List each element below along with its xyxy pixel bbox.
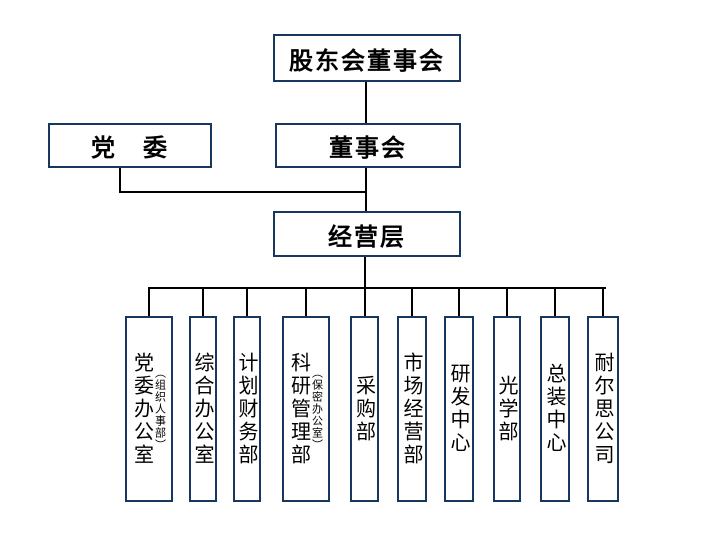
connector-drop-procurement xyxy=(364,288,366,316)
dept-box-rd-center: 研发中心 xyxy=(444,316,474,502)
connector-drop-nairsi-company xyxy=(602,288,604,316)
box-party-committee: 党 委 xyxy=(48,123,212,168)
box-management-layer: 经营层 xyxy=(273,211,461,257)
connector-party-horizontal xyxy=(119,191,367,193)
box-party-committee-label: 党 委 xyxy=(91,133,169,162)
dept-label-rd-center: 研发中心 xyxy=(447,363,471,455)
dept-box-nairsi-company: 耐尔思公司 xyxy=(587,316,619,502)
box-shareholders-board-label: 股东会董事会 xyxy=(289,45,445,75)
connector-management-to-trunk xyxy=(364,257,366,288)
connector-party-vertical xyxy=(119,168,121,193)
connector-board-to-management xyxy=(365,168,367,211)
dept-label-optics: 光学部 xyxy=(495,374,519,444)
dept-box-procurement: 采购部 xyxy=(350,316,379,502)
dept-annotation-party-office: （组织人事部） xyxy=(153,367,167,451)
dept-box-general-office: 综合办公室 xyxy=(189,316,217,502)
box-management-layer-label: 经营层 xyxy=(328,221,406,251)
dept-label-research-management: 科研管理部 xyxy=(287,351,312,467)
dept-label-marketing: 市场经营部 xyxy=(400,351,424,467)
connector-drop-assembly-center xyxy=(554,288,556,316)
dept-label-general-office: 综合办公室 xyxy=(191,351,215,467)
connector-drop-research-management xyxy=(305,288,307,316)
dept-label-planning-finance: 计划财务部 xyxy=(235,351,259,467)
connector-top-to-board xyxy=(365,82,367,123)
dept-box-optics: 光学部 xyxy=(493,316,521,502)
dept-box-marketing: 市场经营部 xyxy=(397,316,427,502)
dept-box-party-office: 党委办公室 （组织人事部） xyxy=(125,316,173,502)
connector-drop-planning-finance xyxy=(246,288,248,316)
connector-drop-marketing xyxy=(411,288,413,316)
box-shareholders-board: 股东会董事会 xyxy=(273,34,461,82)
connector-trunk-horizontal xyxy=(148,287,606,289)
dept-box-assembly-center: 总装中心 xyxy=(540,316,570,502)
connector-drop-general-office xyxy=(202,288,204,316)
dept-label-procurement: 采购部 xyxy=(352,374,377,444)
dept-box-research-management: 科研管理部 （保密办公室） xyxy=(282,316,330,502)
dept-label-nairsi-company: 耐尔思公司 xyxy=(591,351,615,467)
box-board-of-directors: 董事会 xyxy=(275,123,461,168)
connector-drop-rd-center xyxy=(458,288,460,316)
connector-drop-optics xyxy=(506,288,508,316)
dept-label-party-office: 党委办公室 xyxy=(130,351,155,467)
box-board-of-directors-label: 董事会 xyxy=(329,133,407,162)
dept-label-assembly-center: 总装中心 xyxy=(543,363,567,455)
dept-annotation-research-management: （保密办公室） xyxy=(310,367,324,451)
dept-box-planning-finance: 计划财务部 xyxy=(233,316,261,502)
connector-drop-party-office xyxy=(148,288,150,316)
